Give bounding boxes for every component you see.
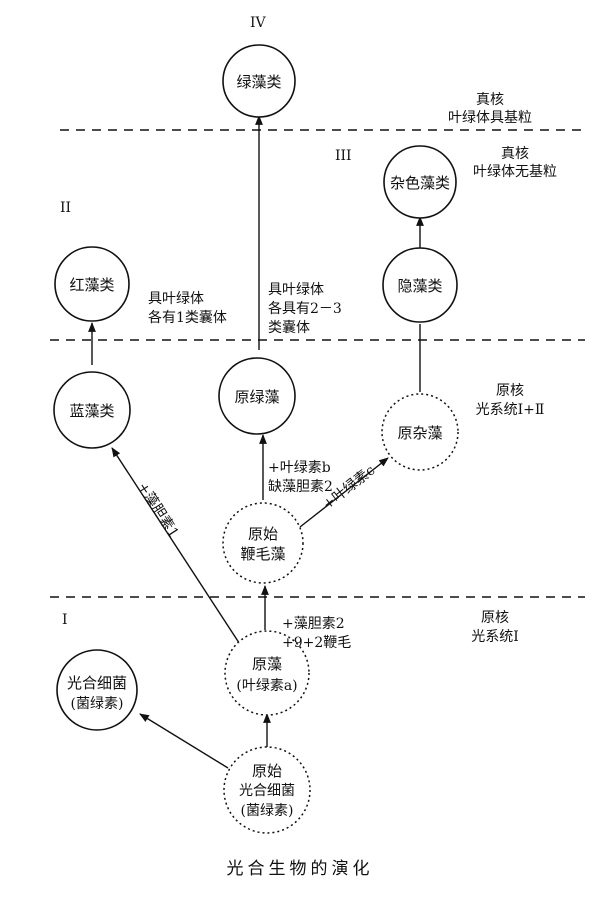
node-circle-proto-flagellate — [222, 502, 304, 584]
arrow-protobacteria-to-bacteria — [139, 713, 229, 769]
annotation-prokaryote-ps1-line2: 光系统Ⅰ — [471, 629, 519, 645]
level-label-i: I — [62, 612, 68, 628]
annotation-two-three-thylakoid-line1: 具叶绿体 — [268, 282, 324, 298]
arrow-protoalgae-to-bluegreen — [111, 447, 246, 653]
node-label-proto-bacteria-line2: 光合细菌 — [239, 783, 295, 799]
node-label-cryptomonads: 隐藻类 — [397, 277, 443, 295]
annotation-chl-b-line1: +叶绿素b — [268, 460, 331, 476]
node-label-heterokonts: 杂色藻类 — [389, 174, 450, 192]
level-label-iv: IV — [250, 15, 266, 31]
annotation-two-three-thylakoid-line3: 类囊体 — [268, 320, 310, 336]
annotation-prokaryote-ps12-line1: 原核 — [496, 383, 524, 399]
node-label-green-algae: 绿藻类 — [236, 73, 282, 91]
node-label-proto-hetero: 原杂藻 — [397, 424, 443, 442]
annotation-chl-b-line2: 缺藻胆素2 — [268, 479, 333, 495]
annotation-prokaryote-ps1-line1: 原核 — [481, 610, 509, 626]
annotation-two-three-thylakoid-line2: 各具有2－3 — [268, 301, 342, 317]
node-label-proto-flagellate-line2: 鞭毛藻 — [240, 545, 286, 563]
node-label-prochloron: 原绿藻 — [234, 388, 280, 406]
node-circle-blue-green-algae — [53, 371, 131, 449]
node-label-photosynthetic-bacteria-line2: (菌绿素) — [70, 696, 124, 712]
node-circle-proto-bacteria — [223, 746, 311, 834]
annotation-prokaryote-ps12-line2: 光系统Ⅰ+Ⅱ — [475, 402, 545, 418]
node-circle-heterokonts — [383, 145, 457, 219]
node-circle-red-algae — [54, 246, 130, 322]
annotation-eukaryote-no-grana-line2: 叶绿体无基粒 — [473, 164, 557, 180]
node-label-photosynthetic-bacteria-line1: 光合细菌 — [66, 674, 127, 692]
level-label-ii: II — [60, 200, 72, 216]
annotation-phycobilin2-line1: +藻胆素2 — [282, 616, 345, 632]
node-label-proto-bacteria-line1: 原始 — [251, 762, 282, 780]
arrow-flagellate-to-protohetero — [299, 457, 389, 528]
annotation-eukaryote-grana-line1: 真核 — [476, 92, 504, 108]
node-label-proto-algae-line2: (叶绿素a) — [236, 678, 298, 694]
node-circle-green-algae — [222, 44, 296, 118]
figure-caption: 光合生物的演化 — [226, 859, 374, 879]
node-label-proto-algae-line1: 原藻 — [251, 655, 282, 673]
node-label-red-algae: 红藻类 — [69, 276, 115, 294]
annotation-eukaryote-grana-line2: 叶绿体具基粒 — [448, 110, 532, 126]
node-label-blue-green-algae: 蓝藻类 — [69, 402, 115, 420]
node-circle-cryptomonads — [382, 247, 458, 323]
node-circle-proto-hetero — [381, 393, 459, 471]
annotation-one-thylakoid-line1: 具叶绿体 — [148, 291, 204, 307]
annotation-phycobilin2-line2: +9+2鞭毛 — [282, 635, 352, 651]
node-circle-prochloron — [218, 357, 296, 435]
level-label-iii: III — [335, 148, 352, 164]
node-circle-proto-algae — [224, 630, 310, 716]
node-label-proto-flagellate-line1: 原始 — [247, 525, 278, 543]
annotation-eukaryote-no-grana-line1: 真核 — [501, 146, 529, 162]
node-circle-photosynthetic-bacteria — [56, 649, 138, 731]
node-label-proto-bacteria-line3: (菌绿素) — [240, 803, 294, 819]
annotation-one-thylakoid-line2: 各有1类囊体 — [148, 310, 227, 326]
